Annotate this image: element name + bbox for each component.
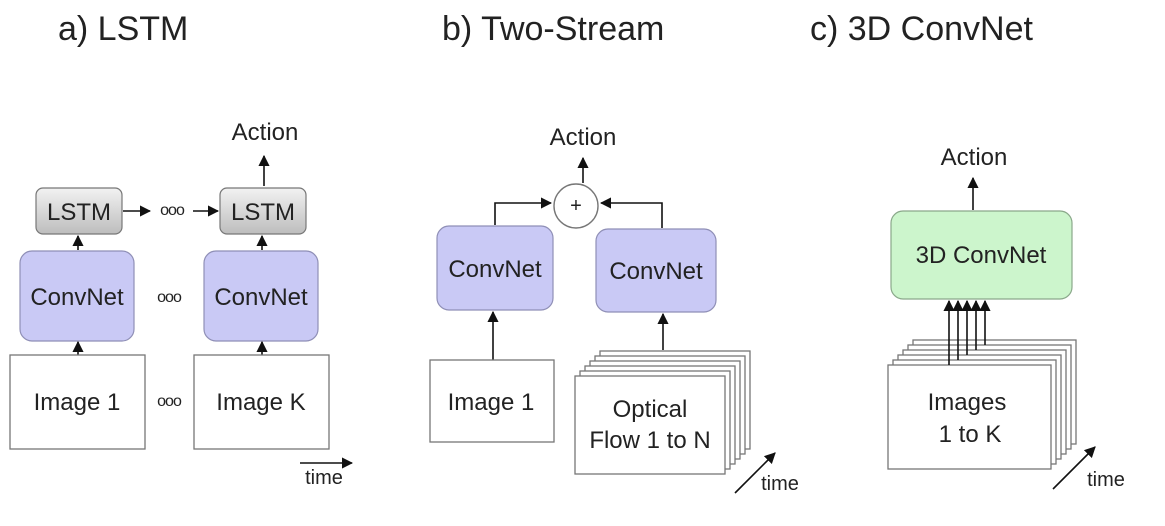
panel-3d-convnet: c) 3D ConvNet Action 3D ConvNet Images 1… [810,10,1125,491]
flow-to-fusion-arrow [599,197,663,228]
convnet3d-label: 3D ConvNet [916,242,1047,269]
images-label-line2: 1 to K [939,421,1002,448]
flow-stack-front [574,375,726,475]
lstm-image-first-label: Image 1 [34,389,121,416]
lstm-convnet-first-label: ConvNet [30,284,124,311]
lstm-ellipsis-middle: ooo [157,289,182,306]
lstm-ellipsis-top: ooo [160,202,185,219]
lstm-cell-last-label: LSTM [231,199,295,226]
images-stack [887,339,1077,470]
convnet3d-action-label: Action [941,144,1008,171]
fusion-symbol: + [570,195,582,217]
convnet3d-time-label: time [1087,469,1125,491]
fusion-node [553,183,599,229]
images-stack-front [887,364,1052,470]
two-stream-convnet-rgb [436,225,554,311]
lstm-ellipsis-bottom: ooo [157,393,182,410]
two-stream-time-arrow [734,452,776,494]
convnet3d-box [890,210,1073,300]
panel-3d-convnet-title: c) 3D ConvNet [810,10,1034,48]
lstm-image-last [193,354,330,450]
panel-lstm: a) LSTM Action LSTM LSTM ooo ConvNet Con… [9,10,354,489]
panel-lstm-title: a) LSTM [58,10,188,48]
two-stream-convnet-flow-label: ConvNet [609,258,703,285]
two-stream-action-label: Action [550,124,617,151]
panel-two-stream: b) Two-Stream Action + ConvNet ConvNet I… [429,10,799,495]
two-stream-flow-label-line1: Optical [613,396,688,423]
two-stream-image [429,359,555,443]
lstm-image-last-label: Image K [216,389,305,416]
two-stream-flow-label-line2: Flow 1 to N [589,427,710,454]
two-stream-time-label: time [761,473,799,495]
two-stream-convnet-rgb-label: ConvNet [448,256,542,283]
rgb-to-fusion-arrow [494,197,553,225]
lstm-time-label: time [305,467,343,489]
two-stream-image-label: Image 1 [448,389,535,416]
convnet3d-time-arrow [1052,446,1096,490]
lstm-cell-last [219,187,307,235]
lstm-convnet-last-label: ConvNet [214,284,308,311]
images-label-line1: Images [928,389,1007,416]
lstm-image-first [9,354,146,450]
two-stream-convnet-flow [595,228,717,313]
panel-two-stream-title: b) Two-Stream [442,10,664,48]
optical-flow-stack [574,350,751,475]
lstm-cell-first [35,187,123,235]
lstm-cell-first-label: LSTM [47,199,111,226]
lstm-action-label: Action [232,119,299,146]
